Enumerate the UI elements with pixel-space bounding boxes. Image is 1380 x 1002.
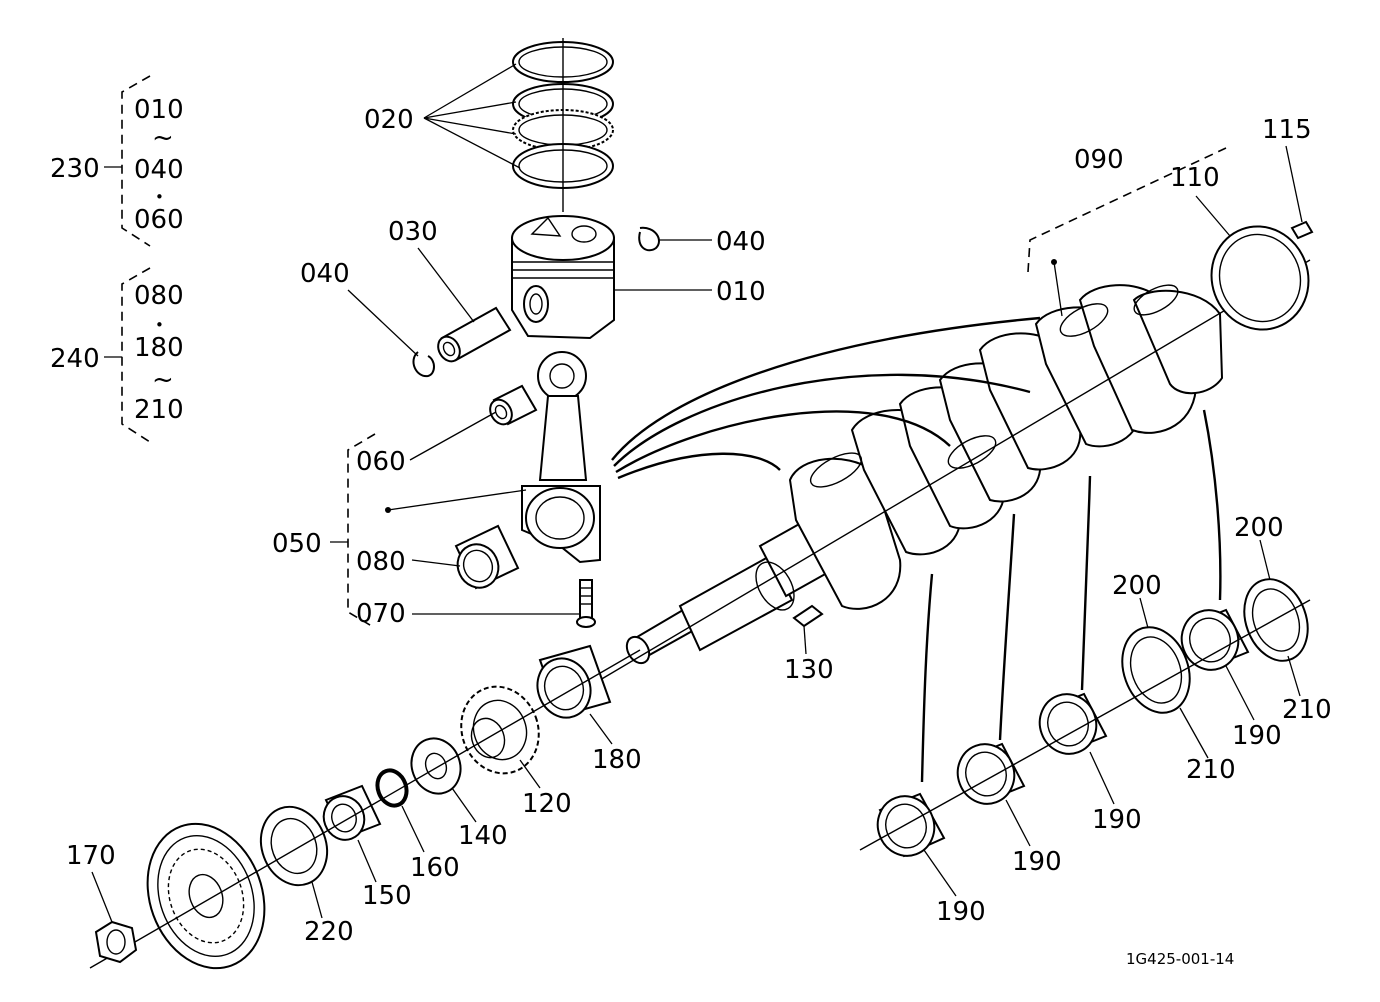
label-060: 060 [356, 447, 406, 477]
label-170: 170 [66, 841, 116, 871]
circlip-040-left [412, 351, 435, 378]
label-200-b: 200 [1234, 513, 1284, 543]
label-210-a: 210 [1186, 755, 1236, 785]
bushing-060 [489, 384, 538, 426]
label-180: 180 [592, 745, 642, 775]
label-200-a: 200 [1112, 571, 1162, 601]
label-190-a: 190 [936, 897, 986, 927]
label-group-040: 040 [134, 155, 184, 185]
label-240: 240 [50, 344, 100, 374]
crankshaft [599, 259, 1311, 681]
label-080: 080 [356, 547, 406, 577]
piston-rings-020 [512, 38, 614, 212]
label-130: 130 [784, 655, 834, 685]
crank-gear-120 [460, 685, 540, 775]
label-dot-1: • [155, 188, 164, 206]
label-040-left: 040 [300, 259, 350, 289]
collar-140 [410, 737, 462, 795]
group-230-bracket [104, 75, 151, 247]
piston-010 [511, 215, 615, 340]
label-190-c: 190 [1092, 805, 1142, 835]
label-020: 020 [364, 105, 414, 135]
crankshaft-pulley [89, 649, 641, 970]
label-070: 070 [356, 599, 406, 629]
o-ring-160 [375, 768, 409, 808]
label-040-right: 040 [716, 227, 766, 257]
main-bearing-190-b [956, 742, 1026, 805]
pin-115 [1290, 220, 1314, 240]
sleeve-150 [322, 784, 382, 841]
main-bearing-190-d [1180, 608, 1250, 671]
label-120: 120 [522, 789, 572, 819]
label-group-180: 180 [134, 333, 184, 363]
piston-pin-030 [437, 306, 512, 363]
label-110: 110 [1170, 163, 1220, 193]
bolt-070 [576, 579, 596, 628]
main-bearing-190-a [876, 792, 946, 858]
crankshaft-bearing-180 [536, 644, 612, 719]
circlip-040-right [638, 226, 660, 252]
assembly-090-bracket [1027, 147, 1227, 317]
nut-170 [94, 920, 138, 964]
label-050: 050 [272, 529, 322, 559]
label-tilde-1: ~ [152, 123, 174, 153]
label-030: 030 [388, 217, 438, 247]
bearing-110 [1210, 225, 1310, 331]
label-210-b: 210 [1282, 695, 1332, 725]
label-115: 115 [1262, 115, 1312, 145]
group-240-bracket [104, 267, 151, 443]
leader-lines [91, 63, 1303, 923]
label-group-080: 080 [134, 281, 184, 311]
thrust-washer-200-b [1243, 578, 1309, 662]
bearing-080 [454, 524, 520, 590]
label-group-010: 010 [134, 95, 184, 125]
label-group-210: 210 [134, 395, 184, 425]
label-010: 010 [716, 277, 766, 307]
label-220: 220 [304, 917, 354, 947]
thrust-washer-200-a [1121, 626, 1191, 714]
label-160: 160 [410, 853, 460, 883]
part-labels: 230 010 ~ 040 • 060 240 080 • 180 ~ 210 … [50, 95, 1332, 968]
group-050-bracket [330, 433, 376, 629]
label-140: 140 [458, 821, 508, 851]
label-190-d: 190 [1232, 721, 1282, 751]
connecting-rod-050 [385, 351, 601, 564]
label-150: 150 [362, 881, 412, 911]
label-group-060: 060 [134, 205, 184, 235]
label-190-b: 190 [1012, 847, 1062, 877]
label-090: 090 [1074, 145, 1124, 175]
main-bearing-190-c [1038, 692, 1108, 755]
assembly-arrows [611, 316, 1222, 783]
label-dot-2: • [155, 316, 164, 334]
drawing-reference-number: 1G425-001-14 [1126, 950, 1234, 968]
label-tilde-2: ~ [152, 365, 174, 395]
label-230: 230 [50, 154, 100, 184]
